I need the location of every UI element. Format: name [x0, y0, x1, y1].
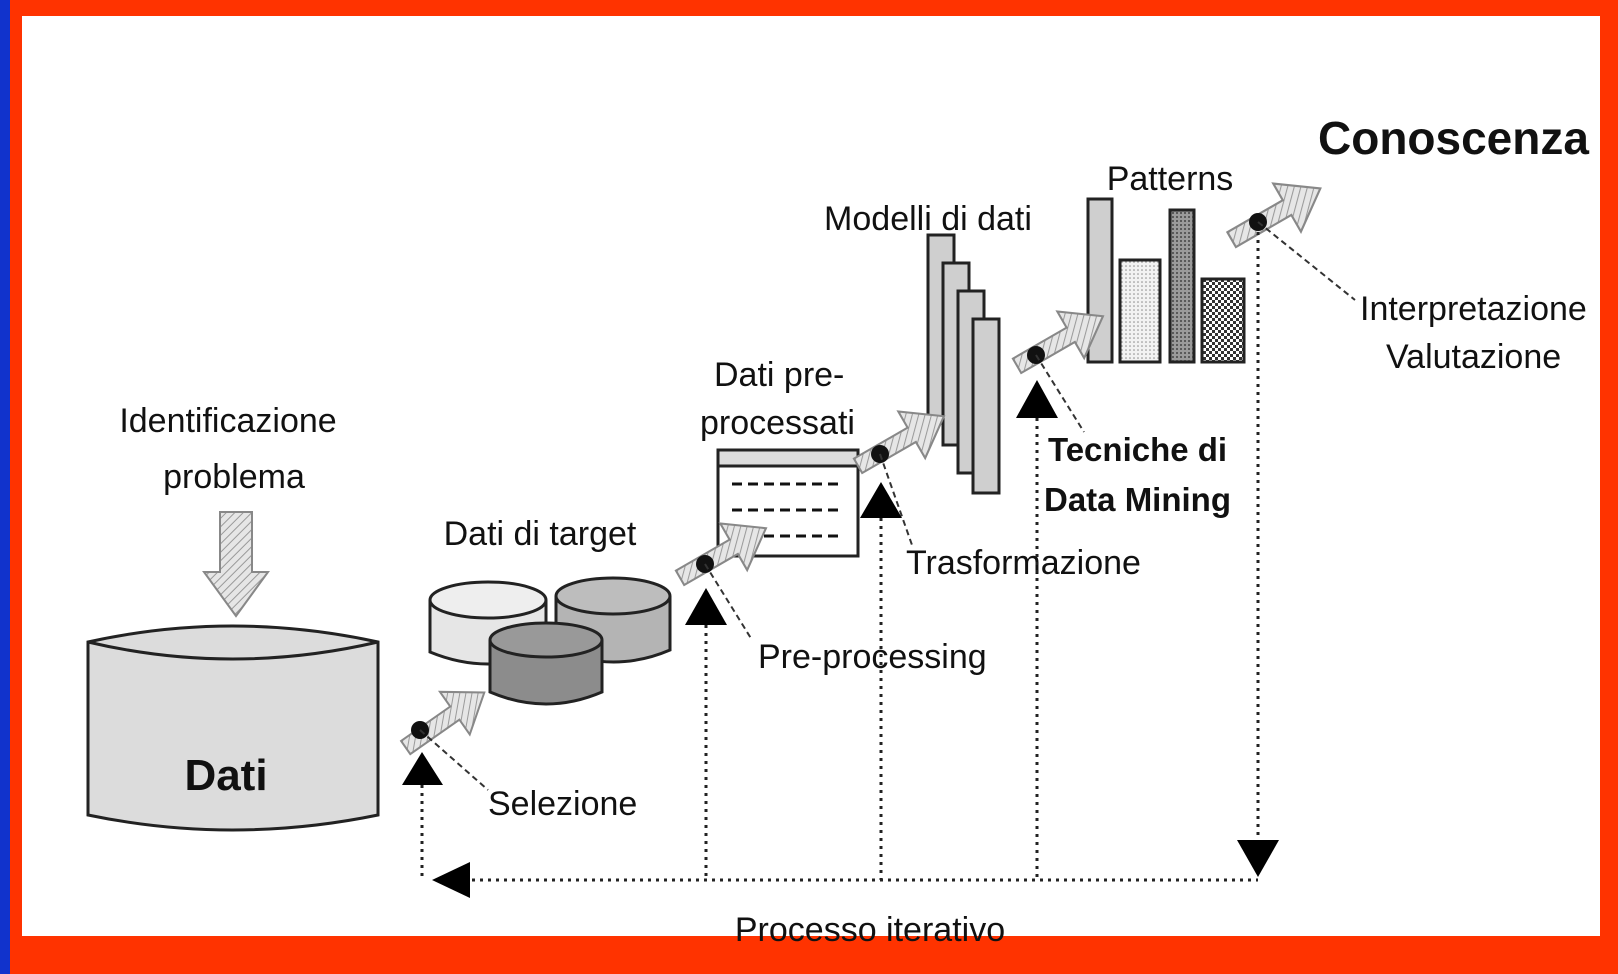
label-patterns: Patterns	[1107, 160, 1234, 198]
label-trasformazione: Trasformazione	[906, 544, 1141, 582]
label-conoscenza: Conoscenza	[1318, 112, 1589, 164]
selezione-arrow-icon	[389, 670, 501, 770]
preprocessing-leader	[704, 563, 753, 641]
label-interpretazione-1: Interpretazione	[1360, 290, 1587, 328]
target-db-dark	[488, 621, 604, 706]
label-modelli: Modelli di dati	[824, 200, 1032, 238]
left-edge	[0, 0, 10, 974]
label-identificazione-2: problema	[163, 458, 305, 496]
label-processo-iterativo: Processo iterativo	[735, 911, 1005, 949]
label-selezione: Selezione	[488, 785, 637, 823]
feedback-marker-1-icon	[402, 752, 443, 785]
label-identificazione-1: Identificazione	[119, 402, 336, 440]
selezione-leader	[419, 729, 489, 791]
feedback-marker-3-icon	[860, 482, 902, 518]
label-interpretazione-2: Valutazione	[1386, 338, 1561, 376]
data-models-stack	[926, 233, 1001, 495]
label-preproc-1: Dati pre-	[714, 356, 844, 394]
down-triangle-icon	[1237, 840, 1279, 877]
down-arrow-icon	[202, 511, 270, 618]
trasformazione-leader	[879, 453, 913, 546]
datamining-leader	[1035, 354, 1085, 433]
label-dati-target: Dati di target	[444, 515, 637, 553]
label-preprocessing: Pre-processing	[758, 638, 987, 676]
label-tecniche-1: Tecniche di	[1048, 431, 1227, 468]
interpretazione-leader	[1257, 221, 1356, 301]
interpretazione-arrow-icon	[1216, 163, 1336, 265]
label-preproc-2: processati	[700, 404, 855, 442]
feedback-marker-2-icon	[685, 588, 727, 625]
database-dati	[86, 624, 380, 832]
patterns-bars	[1086, 197, 1246, 364]
feedback-marker-4-icon	[1016, 380, 1058, 418]
label-tecniche-2: Data Mining	[1044, 481, 1231, 518]
triangle-left-icon	[432, 862, 470, 898]
label-dati: Dati	[184, 751, 267, 800]
